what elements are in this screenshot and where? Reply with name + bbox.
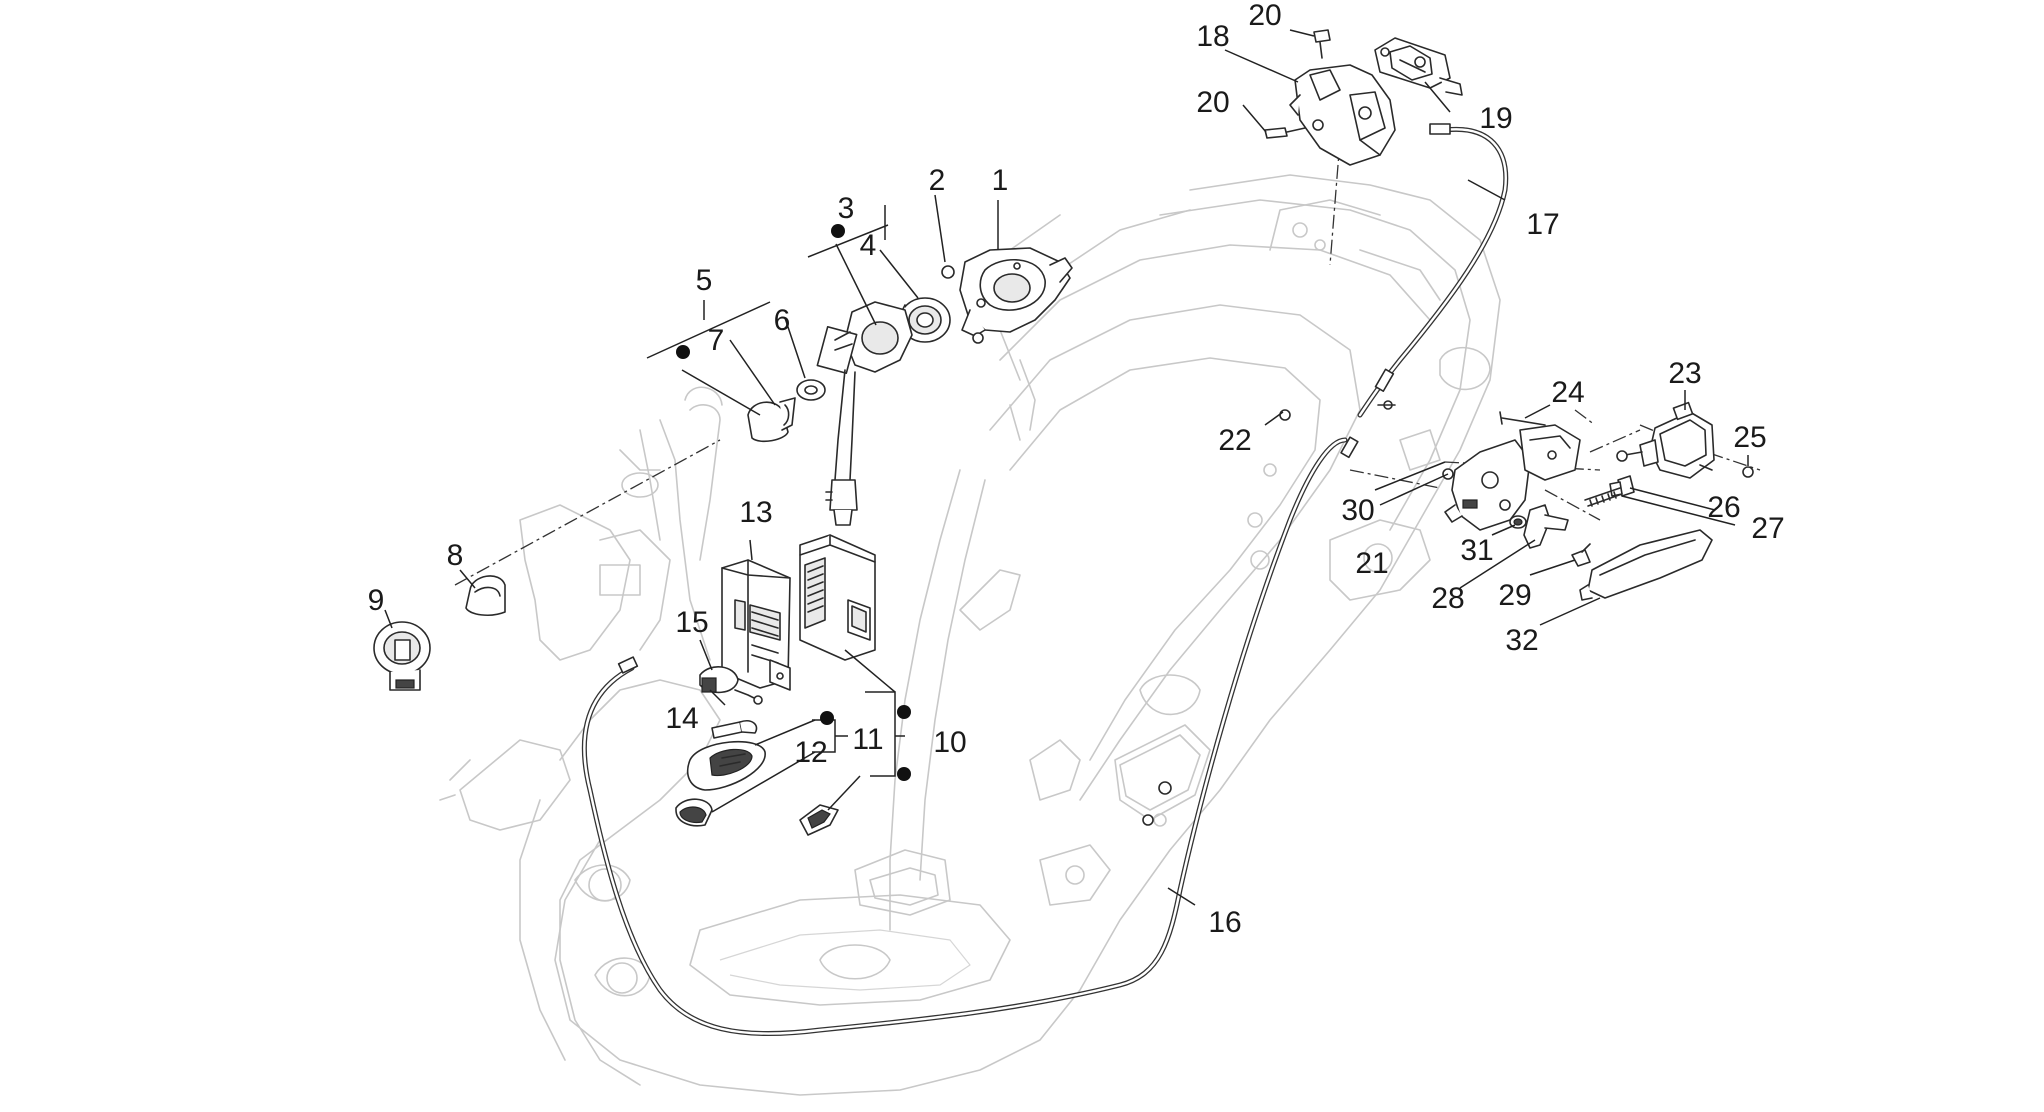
leader-lines bbox=[384, 29, 1749, 906]
callout-3: 3 bbox=[838, 192, 855, 225]
part-9-buzzer bbox=[373, 621, 431, 691]
callout-13: 13 bbox=[739, 496, 772, 529]
part-20-screws bbox=[1264, 29, 1331, 139]
callout-5: 5 bbox=[696, 264, 713, 297]
part-7-cap bbox=[747, 397, 796, 443]
callout-32: 32 bbox=[1505, 624, 1538, 657]
part-8-cover bbox=[465, 575, 506, 617]
callout-labels: 1 2 3 4 5 6 7 8 9 10 11 12 13 14 15 16 1… bbox=[368, 0, 1785, 939]
callout-11: 11 bbox=[852, 723, 883, 756]
callout-24: 24 bbox=[1551, 376, 1584, 409]
callout-6: 6 bbox=[774, 304, 791, 337]
bullet-dots bbox=[676, 224, 911, 781]
part-22-nut bbox=[1279, 400, 1396, 421]
part-32-handle bbox=[1579, 529, 1713, 601]
callout-22: 22 bbox=[1218, 424, 1251, 457]
callout-17: 17 bbox=[1526, 208, 1559, 241]
part-29-screw bbox=[1571, 543, 1591, 567]
callout-10: 10 bbox=[933, 726, 966, 759]
part-23-actuator bbox=[1616, 401, 1715, 479]
part-28-lever bbox=[1523, 504, 1569, 549]
callout-21: 21 bbox=[1355, 547, 1388, 580]
bullet-dot bbox=[897, 767, 911, 781]
bullet-dot bbox=[831, 224, 845, 238]
bullet-dot bbox=[897, 705, 911, 719]
part-12-key-fob bbox=[675, 740, 766, 827]
callout-30: 30 bbox=[1341, 494, 1374, 527]
part-25-nut bbox=[1742, 466, 1754, 478]
callout-26: 26 bbox=[1707, 491, 1740, 524]
part-13-control-unit bbox=[721, 559, 791, 691]
callout-18: 18 bbox=[1196, 20, 1229, 53]
callout-20-left: 20 bbox=[1196, 86, 1229, 119]
callout-14: 14 bbox=[665, 702, 698, 735]
callout-23: 23 bbox=[1668, 357, 1701, 390]
callout-8: 8 bbox=[447, 539, 464, 572]
assembly-lines bbox=[454, 139, 1761, 586]
part-2-nut bbox=[941, 265, 986, 344]
part-19-latch-plate bbox=[1374, 37, 1463, 96]
part-18-bracket bbox=[1289, 64, 1396, 166]
cables bbox=[581, 123, 1509, 1037]
scooter-frame bbox=[439, 174, 1501, 1096]
callout-15: 15 bbox=[675, 606, 708, 639]
part-1-lock-housing bbox=[959, 247, 1073, 337]
callout-19: 19 bbox=[1479, 102, 1512, 135]
part-24-bolt bbox=[1499, 411, 1546, 426]
callout-7: 7 bbox=[708, 324, 725, 357]
callout-31: 31 bbox=[1460, 534, 1493, 567]
bullet-dot bbox=[676, 345, 690, 359]
callout-2: 2 bbox=[929, 164, 946, 197]
callout-9: 9 bbox=[368, 584, 385, 617]
part-27-spring bbox=[1584, 487, 1623, 507]
callout-28: 28 bbox=[1431, 582, 1464, 615]
callout-25: 25 bbox=[1733, 421, 1766, 454]
callout-20-top: 20 bbox=[1248, 0, 1281, 32]
part-10-control-unit bbox=[799, 534, 876, 661]
callout-27: 27 bbox=[1751, 512, 1784, 545]
part-14-key bbox=[711, 720, 758, 739]
callout-16: 16 bbox=[1208, 906, 1241, 939]
part-15-clamp bbox=[699, 666, 763, 705]
part-3-ignition-switch bbox=[816, 301, 913, 526]
callout-29: 29 bbox=[1498, 579, 1531, 612]
bullet-dot bbox=[820, 711, 834, 725]
callout-4: 4 bbox=[860, 229, 877, 262]
part-21-lock-mechanism bbox=[1444, 424, 1581, 531]
callout-1: 1 bbox=[992, 164, 1009, 197]
part-11-remote bbox=[799, 804, 839, 836]
callout-12: 12 bbox=[794, 736, 827, 769]
part-6-washer bbox=[796, 379, 826, 401]
